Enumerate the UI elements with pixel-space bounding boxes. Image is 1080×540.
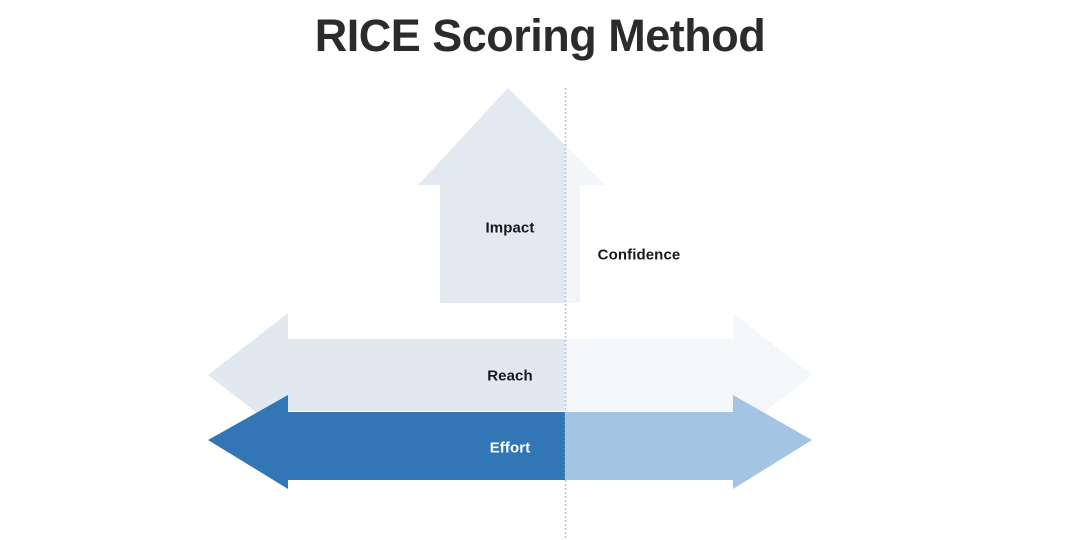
effort-label: Effort [489,439,531,457]
page-title: RICE Scoring Method [314,10,766,61]
confidence-label: Confidence [597,246,681,264]
impact-label: Impact [485,219,535,237]
reach-label: Reach [487,367,533,385]
effort-arrow-right-fill [565,395,812,489]
